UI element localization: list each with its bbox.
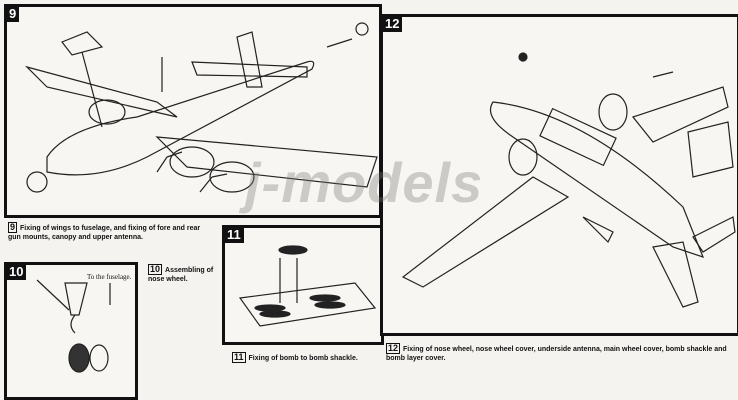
- step-11-panel: 11: [222, 225, 384, 345]
- watermark: j-models: [245, 151, 484, 214]
- step-9-panel: 9: [4, 4, 382, 218]
- bomb-shackle-diagram: [238, 245, 377, 327]
- nose-wheel-diagram: [36, 279, 111, 373]
- step-10-panel: 10 To the fuselage.: [4, 262, 138, 400]
- step-number: 12: [382, 16, 403, 32]
- step-12-panel: 12: [380, 14, 738, 336]
- aircraft-underside-diagram: [401, 52, 736, 308]
- step-number: 9: [6, 6, 20, 22]
- step-number: 11: [224, 227, 244, 243]
- step-number: 10: [6, 264, 27, 280]
- fuselage-note: To the fuselage.: [87, 273, 132, 281]
- aircraft-wing-fuselage-diagram: [24, 22, 378, 193]
